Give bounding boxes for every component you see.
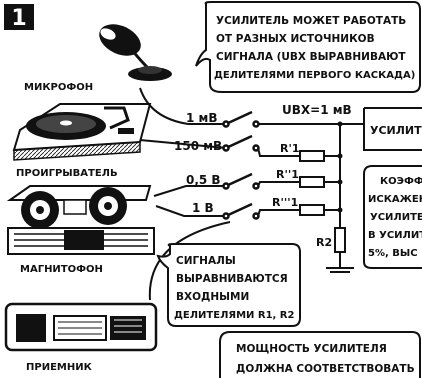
resistor-label-r1-double: R''1 <box>276 168 299 181</box>
divider-note-line-2: ВЫРАВНИВАЮТСЯ <box>176 273 288 285</box>
input-voltage-label: UВХ=1 мВ <box>282 103 352 117</box>
figure-number: 1 <box>11 6 26 31</box>
radio-receiver-icon <box>4 302 158 352</box>
source-label-microphone: МИКРОФОН <box>24 82 93 93</box>
source-label-tape-recorder: МАГНИТОФОН <box>20 264 103 275</box>
divider-note-line-4: ДЕЛИТЕЛЯМИ R1, R2 <box>174 310 295 321</box>
distortion-note-line-3: УСИЛИТЕ <box>370 212 422 223</box>
top-note-line-3: СИГНАЛА (UВХ ВЫРАВНИВАЮТ <box>216 51 406 63</box>
source-label-turntable: ПРОИГРЫВАТЕЛЬ <box>16 168 118 179</box>
resistor-label-r2: R2 <box>316 236 332 249</box>
resistor-label-r1-prime: R'1 <box>280 142 300 155</box>
divider-network <box>257 123 364 273</box>
divider-note-bubble: СИГНАЛЫ ВЫРАВНИВАЮТСЯ ВХОДНЫМИ ДЕЛИТЕЛЯМ… <box>156 243 301 327</box>
source-label-receiver: ПРИЕМНИК <box>26 362 93 373</box>
level-label-microphone: 1 мВ <box>186 111 217 125</box>
divider-note-line-1: СИГНАЛЫ <box>176 255 236 267</box>
divider-note-line-3: ВХОДНЫМИ <box>176 291 249 303</box>
top-note-line-4: ДЕЛИТЕЛЯМИ ПЕРВОГО КАСКАДА) <box>214 70 415 81</box>
microphone-icon <box>99 24 172 81</box>
junction-dots <box>337 121 343 213</box>
top-note-bubble: УСИЛИТЕЛЬ МОЖЕТ РАБОТАТЬ ОТ РАЗНЫХ ИСТОЧ… <box>195 0 421 93</box>
distortion-note-line-5: 5%, ВЫС <box>368 248 418 259</box>
input-switches <box>222 110 260 220</box>
power-note-line-1: МОЩНОСТЬ УСИЛИТЕЛЯ <box>236 343 387 355</box>
amplifier-box: УСИЛИТ <box>363 107 422 151</box>
level-label-receiver: 1 В <box>192 201 214 215</box>
resistor-label-r1-triple: R'''1 <box>272 196 298 209</box>
distortion-note-bubble: КОЭФФ ИСКАЖЕН УСИЛИТЕ В УСИЛИТ 5%, ВЫС <box>363 165 422 269</box>
level-label-tape-recorder: 0,5 В <box>186 173 221 187</box>
power-note-bubble: МОЩНОСТЬ УСИЛИТЕЛЯ ДОЛЖНА СООТВЕТСТВОВАТ… <box>219 331 421 378</box>
distortion-note-line-1: КОЭФФ <box>380 176 422 187</box>
amplifier-label: УСИЛИТ <box>370 124 422 137</box>
level-label-turntable: 150 мВ <box>174 139 222 153</box>
distortion-note-line-4: В УСИЛИТ <box>368 230 422 241</box>
top-note-line-2: ОТ РАЗНЫХ ИСТОЧНИКОВ <box>216 33 375 45</box>
distortion-note-line-2: ИСКАЖЕН <box>368 194 422 205</box>
top-note-line-1: УСИЛИТЕЛЬ МОЖЕТ РАБОТАТЬ <box>216 15 406 27</box>
power-note-line-2: ДОЛЖНА СООТВЕТСТВОВАТЬ <box>236 363 415 375</box>
input-wires <box>139 87 231 301</box>
turntable-icon <box>12 103 152 161</box>
tape-recorder-icon <box>6 185 155 255</box>
figure-number-badge: 1 <box>4 4 34 31</box>
